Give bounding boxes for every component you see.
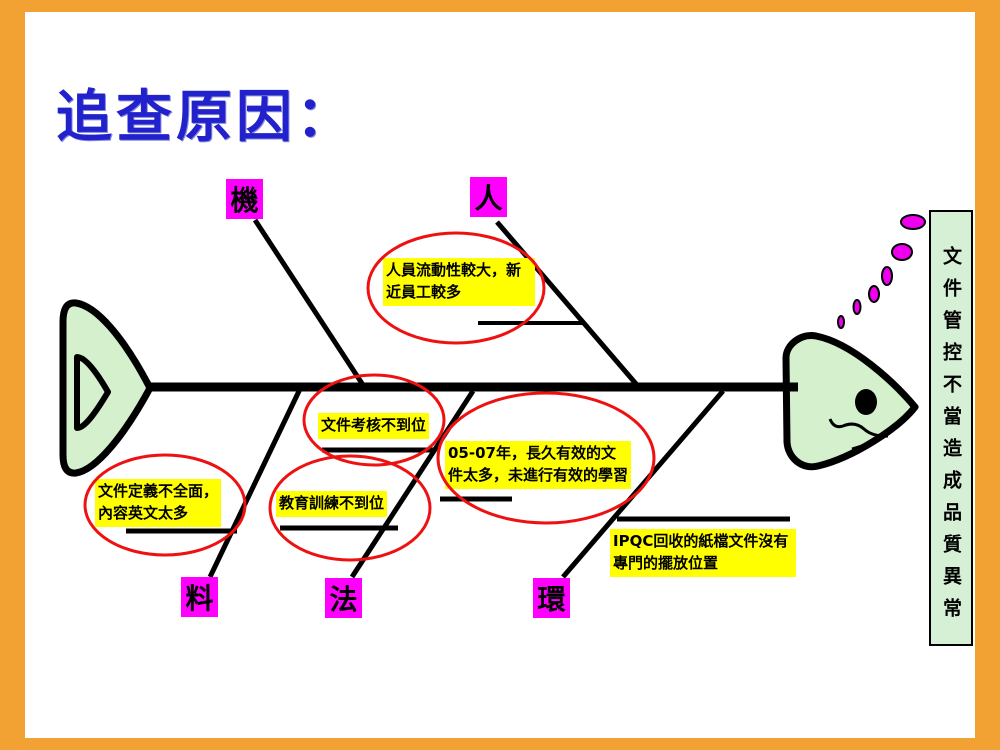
cause-document-definition: 文件定義不全面，內容英文太多 xyxy=(95,479,221,527)
cause-ipqc-storage: IPQC回收的紙檔文件沒有專門的擺放位置 xyxy=(610,529,796,577)
category-label-method: 法 xyxy=(325,578,362,618)
cause-old-documents: 05-07年，長久有效的文件太多，未進行有效的學習 xyxy=(445,441,631,489)
category-label-environment: 環 xyxy=(533,578,570,618)
page-title: 追查原因： xyxy=(56,84,356,150)
effect-box: 文件管控不當造成品質異常 xyxy=(929,210,973,646)
category-label-material: 料 xyxy=(181,577,218,617)
cause-staff-turnover: 人員流動性較大，新近員工較多 xyxy=(383,258,535,306)
cause-training: 教育訓練不到位 xyxy=(276,491,388,517)
cause-document-review: 文件考核不到位 xyxy=(318,413,430,439)
category-label-machine: 機 xyxy=(226,179,263,219)
category-label-man: 人 xyxy=(470,177,507,217)
